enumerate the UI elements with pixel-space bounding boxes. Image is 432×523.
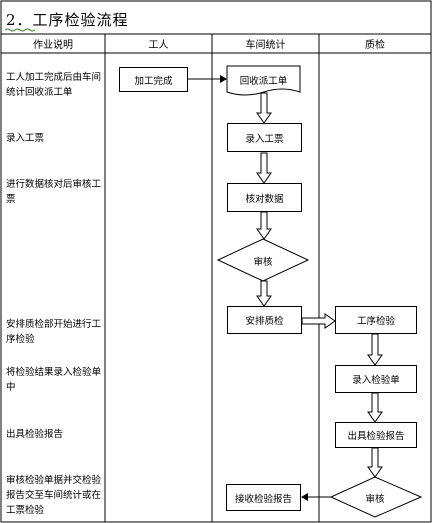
hollow-arrow-entry-to-check — [256, 152, 272, 184]
step-description: 进行数据核对后审核工票 — [6, 179, 102, 205]
column-header-quality-inspection: 质检 — [365, 40, 385, 51]
arrowhead — [220, 75, 227, 83]
step-description: 安排质检部开始进行工序检验 — [6, 319, 102, 345]
review-diamond-2 — [329, 476, 423, 518]
step-description: 审核检验单据并交检验报告交至车间统计或在工票检验 — [6, 475, 102, 516]
hollow-arrow-recover-to-entry — [256, 92, 272, 124]
node-review: 审核 — [365, 494, 385, 505]
node-review: 审核 — [253, 257, 273, 268]
node-verify-data: 核对数据 — [227, 183, 302, 212]
node-processing-complete: 加工完成 — [119, 67, 188, 92]
node-enter-work-ticket: 录入工票 — [227, 123, 302, 152]
page-title: 2．工序检验流程 — [6, 11, 129, 29]
hollow-arrow-record-to-report — [367, 392, 383, 423]
column-header-worker: 工人 — [148, 40, 169, 51]
hollow-arrow-report-to-review — [367, 447, 383, 478]
column-header-description: 作业说明 — [33, 40, 73, 51]
node-process-inspection: 工序检验 — [335, 306, 417, 334]
arrowhead — [301, 493, 308, 501]
step-description: 工人加工完成后由车间统计回收派工单 — [6, 72, 102, 98]
spellcheck-underline — [5, 28, 35, 32]
step-description: 录入工票 — [6, 133, 45, 144]
step-description: 将检验结果录入检验单中 — [6, 367, 102, 393]
dispatch-sheet-document — [226, 65, 301, 96]
hollow-arrow-inspect-to-record — [367, 333, 383, 366]
node-enter-inspection-sheet: 录入检验单 — [335, 365, 417, 393]
hollow-arrow-arrange-to-inspect — [301, 313, 336, 329]
step-description: 出具检验报告 — [6, 429, 64, 440]
hollow-arrow-review-to-arrange — [256, 280, 272, 307]
node-receive-inspection-report: 接收检验报告 — [226, 484, 301, 511]
node-recover-dispatch-sheet: 回收派工单 — [239, 76, 288, 87]
node-issue-inspection-report: 出具检验报告 — [335, 422, 417, 448]
node-arrange-inspection: 安排质检 — [227, 306, 302, 334]
hollow-arrow-check-to-review — [256, 211, 272, 240]
column-header-workshop-stats: 车间统计 — [245, 40, 286, 51]
